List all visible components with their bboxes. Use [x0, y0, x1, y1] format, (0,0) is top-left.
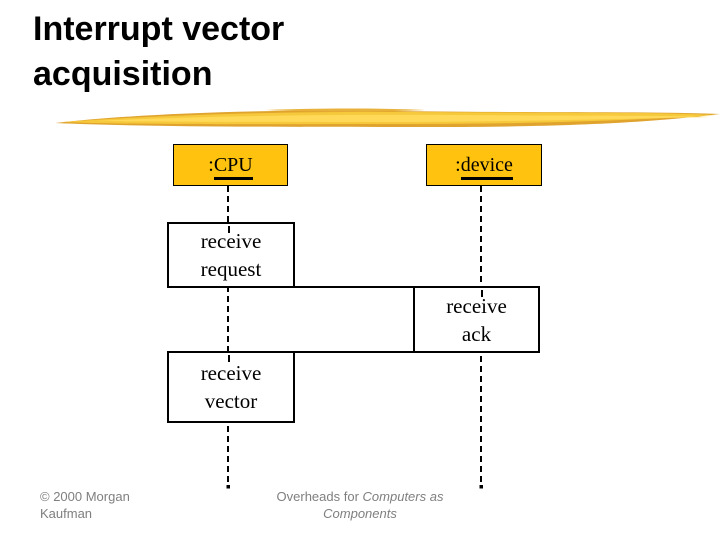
activation-receive-ack: receive ack [413, 286, 540, 353]
connector-request-to-ack [293, 286, 415, 288]
object-label-device: :device [455, 153, 513, 180]
object-box-device: :device [426, 144, 542, 186]
footer-book-reference: Overheads for Computers as Components [263, 488, 457, 522]
activation-label-line2: ack [461, 321, 492, 346]
object-name: CPU [213, 153, 253, 180]
brush-layer-speck [265, 108, 425, 112]
activation-receive-request: receive request [167, 222, 295, 288]
object-name: device [460, 153, 513, 180]
cpu-lifeline [226, 186, 230, 489]
object-prefix: : [455, 153, 461, 176]
activation-label-line2: vector [204, 389, 258, 413]
object-box-cpu: :CPU [173, 144, 288, 186]
brush-layer-light [95, 114, 710, 122]
footer-text-italic: Computers as Components [323, 489, 444, 521]
object-label-cpu: :CPU [208, 153, 253, 180]
footer-copyright: © 2000 Morgan Kaufman [40, 489, 130, 521]
object-prefix: : [208, 153, 214, 176]
lifeline-fragment [228, 355, 230, 362]
footer-text-regular: Overheads for [276, 489, 363, 504]
activation-label-line1: receive [200, 361, 262, 385]
connector-ack-to-vector [293, 351, 415, 353]
activation-receive-vector: receive vector [167, 351, 295, 423]
device-lifeline [479, 186, 483, 489]
lifeline-fragment [228, 226, 230, 233]
page-title: Interrupt vector acquisition [33, 10, 285, 93]
activation-label-line1: receive [446, 293, 507, 318]
activation-label-line1: receive [200, 229, 262, 253]
activation-label-line2: request [200, 257, 262, 281]
lifeline-fragment [481, 290, 483, 297]
brush-stroke-underline [55, 108, 720, 127]
